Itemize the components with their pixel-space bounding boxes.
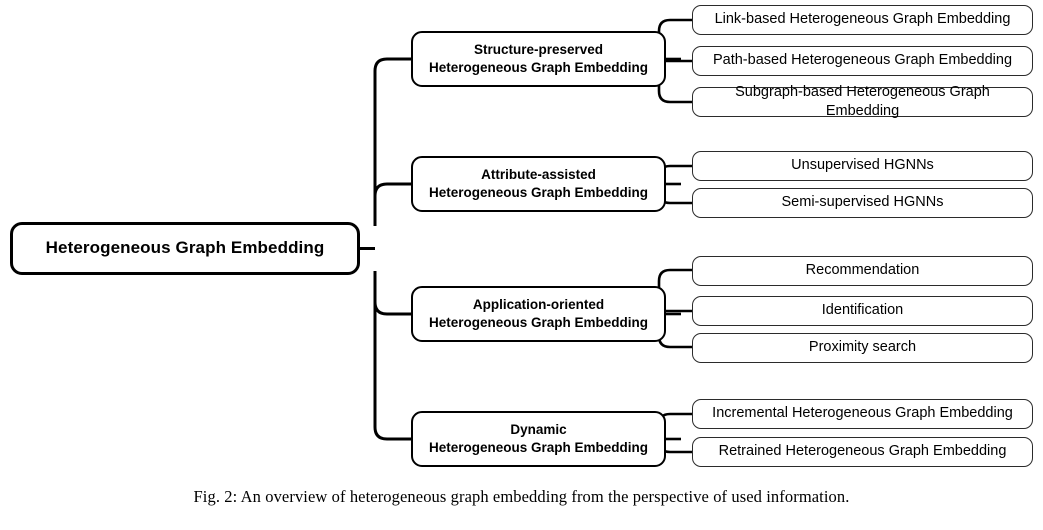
leaf-node-identification[interactable]: Identification <box>692 296 1033 326</box>
leaf-node-label: Incremental Heterogeneous Graph Embeddin… <box>712 405 1013 422</box>
leaf-node-recommendation[interactable]: Recommendation <box>692 256 1033 286</box>
root-node-label: Heterogeneous Graph Embedding <box>45 238 325 258</box>
leaf-node-label: Recommendation <box>805 262 920 279</box>
figure-caption: Fig. 2: An overview of heterogeneous gra… <box>193 487 850 506</box>
category-node-label: Application-oriented Heterogeneous Graph… <box>428 297 649 330</box>
category-node-application-oriented[interactable]: Application-oriented Heterogeneous Graph… <box>411 286 666 342</box>
category-node-structure-preserved[interactable]: Structure-preserved Heterogeneous Graph … <box>411 31 666 87</box>
leaf-node-proximity-search[interactable]: Proximity search <box>692 333 1033 363</box>
leaf-node-label: Path-based Heterogeneous Graph Embedding <box>712 52 1013 69</box>
leaf-node-retrained[interactable]: Retrained Heterogeneous Graph Embedding <box>692 437 1033 467</box>
leaf-node-incremental[interactable]: Incremental Heterogeneous Graph Embeddin… <box>692 399 1033 429</box>
leaf-node-label: Identification <box>821 302 904 319</box>
category-node-dynamic[interactable]: Dynamic Heterogeneous Graph Embedding <box>411 411 666 467</box>
category-node-label: Attribute-assisted Heterogeneous Graph E… <box>428 167 649 200</box>
leaf-node-label: Unsupervised HGNNs <box>791 157 934 174</box>
leaf-node-path-based[interactable]: Path-based Heterogeneous Graph Embedding <box>692 46 1033 76</box>
leaf-node-unsupervised-hgnns[interactable]: Unsupervised HGNNs <box>692 151 1033 181</box>
leaf-node-subgraph-based[interactable]: Subgraph-based Heterogeneous Graph Embed… <box>692 84 1033 119</box>
category-node-label: Structure-preserved Heterogeneous Graph … <box>428 42 649 75</box>
root-node[interactable]: Heterogeneous Graph Embedding <box>10 222 360 275</box>
leaf-node-semi-supervised-hgnns[interactable]: Semi-supervised HGNNs <box>692 188 1033 218</box>
leaf-node-label: Link-based Heterogeneous Graph Embedding <box>714 11 1011 28</box>
leaf-node-label: Retrained Heterogeneous Graph Embedding <box>718 443 1007 460</box>
taxonomy-diagram: Heterogeneous Graph Embedding Structure-… <box>10 5 1033 467</box>
category-node-attribute-assisted[interactable]: Attribute-assisted Heterogeneous Graph E… <box>411 156 666 212</box>
leaf-node-label: Proximity search <box>808 339 917 356</box>
category-node-label: Dynamic Heterogeneous Graph Embedding <box>428 422 649 455</box>
leaf-node-label: Subgraph-based Heterogeneous Graph Embed… <box>735 83 990 119</box>
leaf-node-link-based[interactable]: Link-based Heterogeneous Graph Embedding <box>692 5 1033 35</box>
leaf-node-label: Semi-supervised HGNNs <box>781 194 944 211</box>
